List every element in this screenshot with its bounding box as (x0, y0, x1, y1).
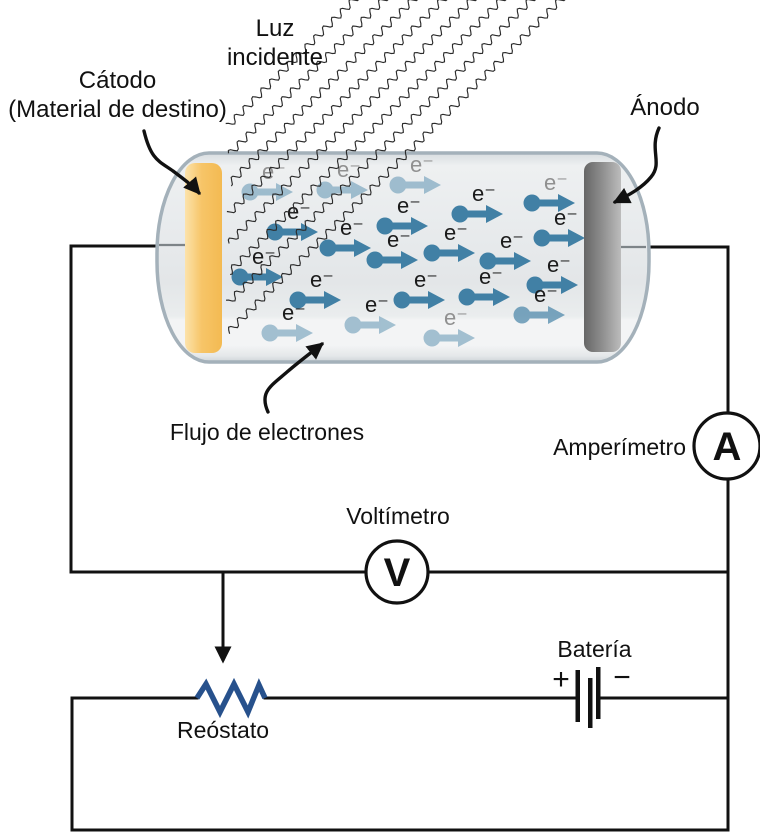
light-wave-line (225, 0, 537, 302)
electron-label: e⁻ (252, 244, 276, 269)
rheostat-label: Reóstato (176, 717, 270, 743)
electron-label: e⁻ (310, 267, 334, 292)
electron-label: e⁻ (472, 181, 496, 206)
voltmeter-letter: V (384, 551, 411, 595)
incident-light-label: Luz incidente (170, 14, 380, 73)
battery-label: Batería (557, 636, 632, 662)
electron-label: e⁻ (414, 267, 438, 292)
electron-symbol (423, 329, 475, 347)
electron-label: e⁻ (479, 264, 503, 289)
electron-label: e⁻ (387, 227, 411, 252)
electron-symbol (241, 183, 293, 201)
cathode-plate (185, 163, 222, 353)
electron-label: e⁻ (340, 215, 364, 240)
electron-label: e⁻ (282, 300, 306, 325)
electron-symbol (423, 244, 475, 262)
electron-label: e⁻ (444, 220, 468, 245)
electron-flow: e⁻e⁻e⁻e⁻e⁻e⁻e⁻e⁻e⁻e⁻e⁻e⁻e⁻e⁻e⁻e⁻e⁻e⁻e⁻e⁻… (231, 152, 585, 347)
battery-plus-sign: + (552, 663, 570, 696)
electron-symbol (261, 324, 313, 342)
cathode-label-line2: (Material de destino) (8, 96, 227, 124)
electrode-lead-stubs (159, 243, 646, 249)
electron-symbol (533, 229, 585, 247)
light-wave-line (230, 0, 507, 276)
electron-label: e⁻ (547, 252, 571, 277)
electron-symbol (266, 223, 318, 241)
incident-light-line1: Luz (255, 15, 295, 42)
electron-flow-label: Flujo de electrones (169, 419, 365, 445)
anode-label: Ánodo (630, 94, 700, 121)
electron-symbol (513, 306, 565, 324)
electron-label: e⁻ (365, 292, 389, 317)
light-wave-line (228, 0, 566, 334)
electron-label: e⁻ (397, 193, 421, 218)
electron-symbol (344, 316, 396, 334)
electron-symbol (389, 176, 441, 194)
light-wave-line (226, 0, 448, 214)
electron-symbol (451, 205, 503, 223)
electron-symbol (319, 239, 371, 257)
rheostat-symbol (194, 677, 268, 719)
light-wave-line (230, 0, 419, 187)
ammeter-label: Amperímetro (553, 434, 686, 460)
incident-light-waves (225, 0, 566, 334)
light-wave-line (227, 0, 389, 154)
battery-symbol (575, 667, 601, 728)
electron-flow-pointer-arrow (263, 342, 324, 414)
electron-symbol (523, 194, 575, 212)
electron-label: e⁻ (500, 228, 524, 253)
incident-light-line2: incidente (226, 44, 324, 72)
electron-symbol (376, 217, 428, 235)
ammeter-circle (692, 411, 760, 481)
electron-symbol (289, 291, 341, 309)
electron-symbol (458, 288, 510, 306)
cathode-label-line1: Cátodo (78, 67, 157, 94)
electron-label: e⁻ (534, 282, 558, 307)
ammeter-letter: A (713, 425, 742, 469)
electron-symbol (231, 268, 283, 286)
meters (364, 411, 760, 605)
anode-plate (584, 162, 621, 352)
electron-symbol (366, 251, 418, 269)
electron-label: e⁻ (554, 205, 578, 230)
electron-symbol (526, 276, 578, 294)
electron-symbol (479, 252, 531, 270)
battery-minus-sign: − (613, 661, 631, 694)
electron-label: e⁻ (262, 159, 286, 184)
electron-symbol (393, 291, 445, 309)
electron-label: e⁻ (444, 305, 468, 330)
anode-pointer-arrow (612, 126, 661, 204)
cathode-label: Cátodo (Material de destino) (0, 66, 235, 125)
light-wave-line (225, 0, 360, 125)
electron-label: e⁻ (337, 157, 361, 182)
voltmeter-circle (364, 539, 430, 605)
cathode-pointer-arrow (142, 129, 201, 195)
electron-label: e⁻ (410, 152, 434, 177)
light-wave-line (227, 0, 478, 244)
label-arrows (142, 126, 661, 414)
voltmeter-label: Voltímetro (346, 503, 450, 529)
electron-label: e⁻ (544, 170, 568, 195)
